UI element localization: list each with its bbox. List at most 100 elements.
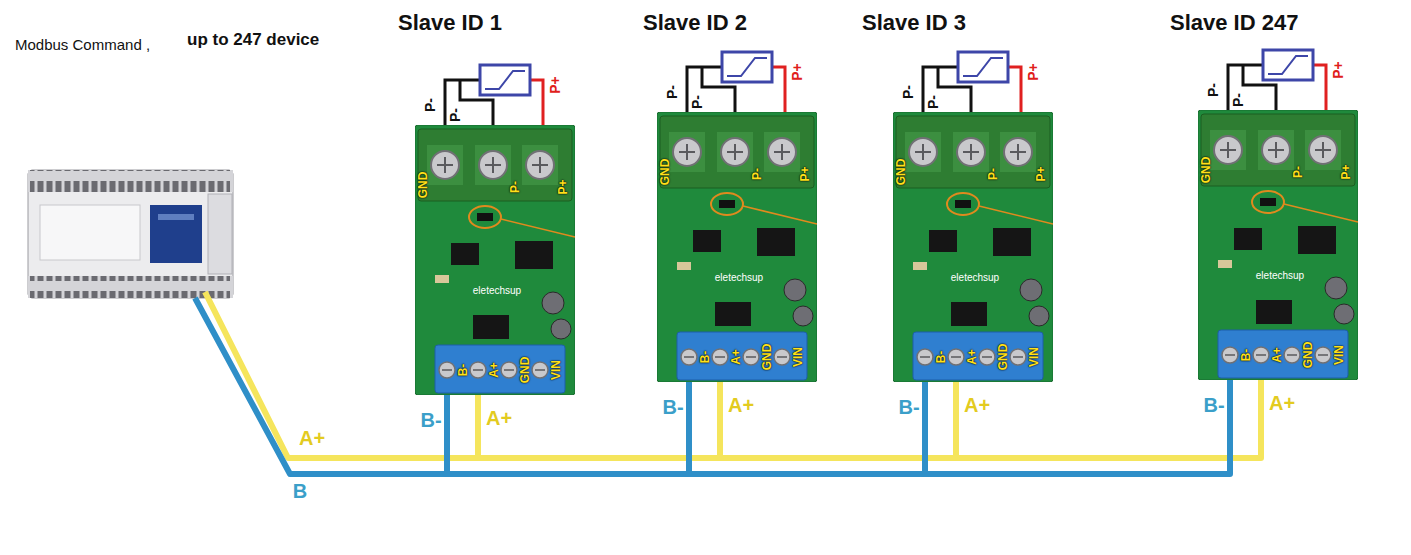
wire-label: P- (901, 85, 915, 99)
pcb-board (439, 362, 455, 378)
pcb-board (479, 151, 507, 179)
terminal-label: GND (1302, 342, 1314, 369)
pcb-board (774, 144, 790, 160)
pcb-board (1334, 304, 1354, 324)
pcb-board (1218, 260, 1232, 268)
pcb-board (1287, 354, 1297, 356)
plc (28, 276, 233, 298)
pcb-board (764, 132, 800, 172)
pcb-board (719, 200, 735, 208)
pcb-board (501, 219, 575, 237)
pcb-board (1004, 138, 1032, 166)
pcb-board (777, 356, 787, 358)
slave-heading: Slave ID 247 (1170, 12, 1298, 34)
pcb-board (721, 138, 749, 166)
brand-text: eletechsup (951, 273, 999, 283)
bus-wire (447, 382, 689, 474)
brand-text: eletechsup (715, 273, 763, 283)
terminal-label: GND (417, 172, 429, 199)
terminal-label: B- (935, 351, 947, 364)
terminal-label: B- (457, 364, 469, 377)
pcb-board (427, 145, 463, 185)
pcb-board (1222, 347, 1238, 363)
pcb-board (917, 349, 933, 365)
terminal-label: B- (699, 351, 711, 364)
terminal-label: GND (659, 159, 671, 186)
pcb-board (1010, 144, 1026, 160)
pcb-board (1020, 279, 1042, 301)
plc (28, 170, 233, 298)
pcb-board (1325, 277, 1347, 299)
pcb-board (681, 349, 697, 365)
pcb-board (1013, 356, 1023, 358)
wire-label: P+ (1331, 61, 1345, 79)
pcb-board (522, 145, 558, 185)
plc (30, 170, 230, 192)
rs485-bus (447, 382, 720, 474)
rs485-bus (925, 380, 1261, 474)
pcb-board (951, 302, 987, 326)
pcb-board (469, 206, 501, 228)
terminal-label: GND (519, 357, 531, 384)
pcb-board (920, 356, 930, 358)
pcb-board (727, 144, 743, 160)
plc (158, 214, 194, 220)
wire-label: P- (448, 108, 462, 122)
pcb-board (1298, 226, 1336, 254)
pcb-board (415, 125, 575, 395)
pcb-board (1198, 110, 1358, 380)
slave-heading: Slave ID 2 (643, 12, 747, 34)
pcb-board (526, 151, 554, 179)
terminal-label: GND (1200, 157, 1212, 184)
pcb-board (673, 138, 701, 166)
pcb-board (1318, 354, 1328, 356)
signal-name: A+ (486, 408, 512, 428)
brand-text: eletechsup (1256, 271, 1304, 281)
pcb-board (1218, 330, 1348, 378)
pcb-board (743, 206, 817, 224)
pcb-board (1256, 300, 1292, 324)
wire-label: P+ (1026, 63, 1040, 81)
pcb-board (982, 356, 992, 358)
terminal-label: VIN (1333, 345, 1345, 365)
wire-label: P- (423, 98, 437, 112)
converter-board: Slave ID 3GNDP-P+eletechsupB-A+GNDVIN (893, 112, 1053, 382)
pcb-board (477, 213, 493, 221)
pcb-board (1010, 349, 1026, 365)
pcb-board (715, 302, 751, 326)
pcb-board (551, 319, 571, 339)
pcb-board (431, 151, 459, 179)
pcb-board (473, 369, 483, 371)
pcb-board (953, 132, 989, 172)
pcb-board (657, 112, 817, 382)
pcb-board (957, 138, 985, 166)
bus-wire (925, 380, 1230, 474)
terminal-label: GND (997, 344, 1009, 371)
pcb-board (948, 349, 964, 365)
signal-name: A+ (1269, 393, 1295, 413)
pcb-board (979, 206, 1053, 224)
pcb-board (1000, 132, 1036, 172)
pcb-board (1309, 136, 1337, 164)
pcb-board (677, 262, 691, 270)
pcb-board (415, 125, 575, 395)
signal-name: B (293, 481, 307, 501)
pcb-board (501, 362, 517, 378)
terminal-label: GND (761, 344, 773, 371)
pcb-board (717, 132, 753, 172)
pcb-board (1198, 110, 1358, 380)
pcb-board (684, 356, 694, 358)
pcb-board (746, 356, 756, 358)
pcb-board (1253, 347, 1269, 363)
pcb-board (532, 362, 548, 378)
pcb-board (1315, 347, 1331, 363)
signal-name: A+ (728, 395, 754, 415)
pcb-board (418, 129, 572, 201)
pcb-board (1252, 191, 1284, 213)
converter-board: Slave ID 247GNDP-P+eletechsupB-A+GNDVIN (1198, 110, 1358, 380)
pcb-board (712, 349, 728, 365)
terminal-label: P- (751, 168, 763, 180)
pcb-board (757, 228, 795, 256)
pcb-board (669, 132, 705, 172)
